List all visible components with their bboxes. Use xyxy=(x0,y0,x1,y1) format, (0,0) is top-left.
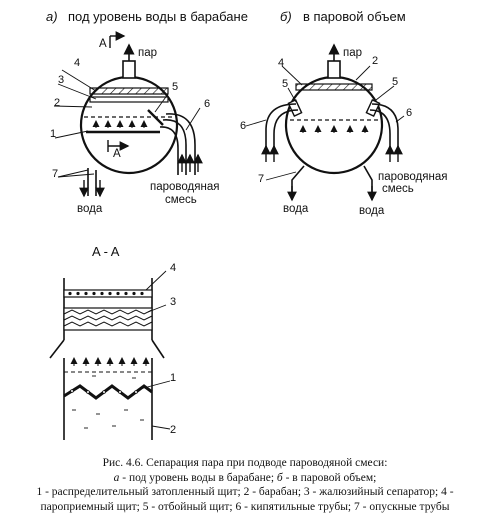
section-submerged-plate xyxy=(63,384,153,400)
section-aa: A - A xyxy=(49,244,176,440)
drum-b-mixture-label-2: смесь xyxy=(382,183,414,195)
drum-b-num-6-left: 6 xyxy=(240,120,246,132)
variant-a-letter: а) xyxy=(46,9,58,24)
section-aa-title: A - A xyxy=(92,244,120,259)
drum-b-water-label-left: вода xyxy=(283,203,309,215)
drum-a-mixture-label-2: смесь xyxy=(165,194,197,206)
drum-a-num-6: 6 xyxy=(204,98,210,110)
caption-line-1: Рис. 4.6. Сепарация пара при подводе пар… xyxy=(102,457,388,469)
drum-b: пар вода вода па xyxy=(240,43,447,217)
drum-a-num-4: 4 xyxy=(74,57,80,69)
drum-b-mixture-label-1: пароводяная xyxy=(378,171,447,183)
caption-variant-a: а xyxy=(113,471,120,484)
section-marker-bottom: A xyxy=(113,148,121,160)
drum-a-louvre xyxy=(89,96,169,103)
drum-b-num-6-right: 6 xyxy=(406,107,412,119)
drum-a-steam-label: пар xyxy=(138,47,157,59)
drum-a-num-7: 7 xyxy=(52,168,58,180)
section-steam-plate xyxy=(63,289,153,298)
section-num-1: 1 xyxy=(170,372,176,384)
drum-b-steam-plate xyxy=(295,83,373,91)
drum-b-num-5-right: 5 xyxy=(392,76,398,88)
drum-b-num-7: 7 xyxy=(258,173,264,185)
drum-a-num-1: 1 xyxy=(50,128,56,140)
drum-a-deflector xyxy=(147,109,164,126)
caption-variant-b: б xyxy=(276,471,283,484)
variant-b-title: в паровой объем xyxy=(303,9,406,24)
section-num-4: 4 xyxy=(170,262,176,274)
variant-a-title: под уровень воды в барабане xyxy=(68,9,248,24)
drum-b-steam-label: пар xyxy=(343,47,362,59)
caption-line-4: пароприемный щит; 5 - отбойный щит; 6 - … xyxy=(40,500,450,513)
drum-a-steam-plate xyxy=(89,87,169,95)
caption-line-2: а - под уровень воды в барабане; б - в п… xyxy=(0,471,490,486)
drum-a-mixture-label-1: пароводяная xyxy=(150,181,219,193)
section-num-3: 3 xyxy=(170,296,176,308)
drum-b-num-5-left: 5 xyxy=(282,78,288,90)
drum-a-num-5: 5 xyxy=(172,81,178,93)
drum-b-deflector-left xyxy=(287,99,303,117)
figure-caption: Рис. 4.6. Сепарация пара при подводе пар… xyxy=(0,456,490,514)
caption-line-2-part-1: - под уровень воды в барабане; xyxy=(119,471,277,484)
variant-b-letter: б) xyxy=(280,9,292,24)
drum-a-water-label: вода xyxy=(77,203,103,215)
drum-b-num-2: 2 xyxy=(372,55,378,67)
caption-line-2-part-2: - в паровой объем; xyxy=(282,471,377,484)
drum-b-num-4: 4 xyxy=(278,57,284,69)
drum-b-shell xyxy=(284,75,384,175)
section-marker-top: A xyxy=(99,38,107,50)
drum-a-num-2: 2 xyxy=(54,97,60,109)
drum-b-deflector-right xyxy=(365,99,381,117)
drum-a-steam-nozzle xyxy=(122,60,136,79)
drum-a: пар A A xyxy=(50,31,219,215)
drum-b-water-label-right: вода xyxy=(359,205,385,217)
section-num-2: 2 xyxy=(170,424,176,436)
caption-line-3: 1 - распределительный затопленный щит; 2… xyxy=(36,486,454,498)
drum-a-num-3: 3 xyxy=(58,74,64,86)
